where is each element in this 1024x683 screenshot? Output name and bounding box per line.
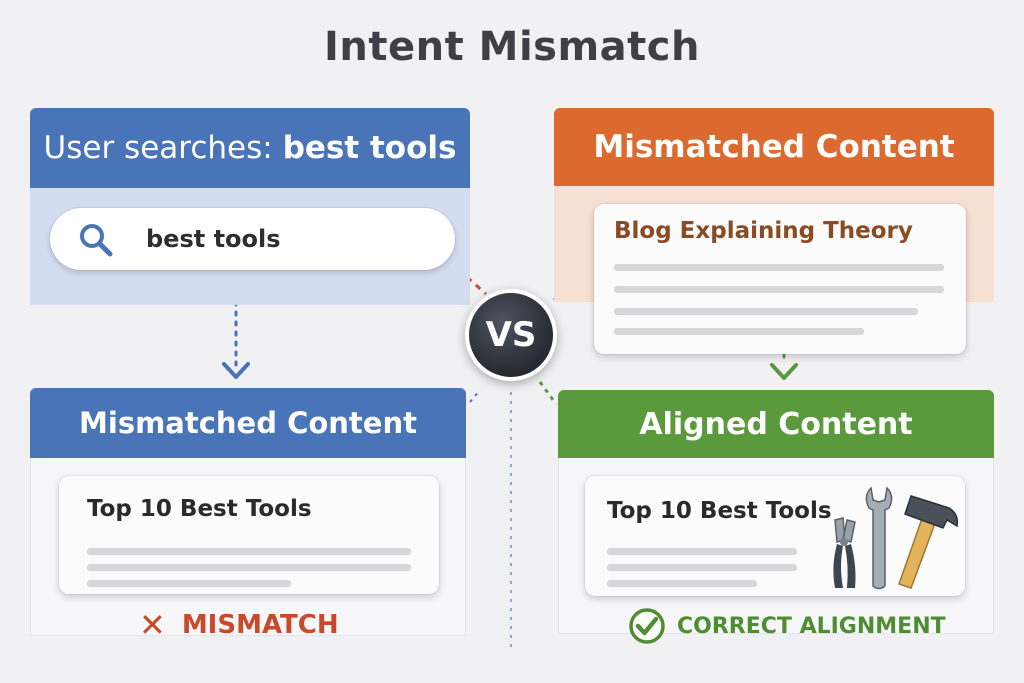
- right-mismatch-panel: Mismatched Content Blog Explaining Theor…: [554, 108, 994, 354]
- x-icon: ✕: [139, 606, 166, 644]
- left-result-panel: Mismatched Content Top 10 Best Tools ✕ M…: [30, 388, 466, 644]
- text-placeholder-line: [607, 548, 797, 555]
- search-icon: [80, 224, 113, 257]
- pliers-icon: [833, 517, 856, 588]
- mismatch-verdict: ✕ MISMATCH: [139, 606, 339, 644]
- right-aligned-panel: Aligned Content Top 10 Best Tools: [558, 390, 994, 644]
- correct-label: CORRECT ALIGNMENT: [677, 613, 946, 639]
- left-result-body: Top 10 Best Tools ✕ MISMATCH: [30, 458, 466, 644]
- tools-icon: [833, 486, 959, 590]
- vs-badge: VS: [465, 289, 557, 381]
- aligned-card: Top 10 Best Tools: [585, 476, 965, 596]
- right-mismatch-heading: Mismatched Content: [554, 108, 994, 186]
- text-placeholder-line: [87, 548, 411, 555]
- text-placeholder-line: [614, 328, 864, 335]
- left-result-card: Top 10 Best Tools: [59, 476, 439, 594]
- search-panel: User searches: best tools best tools: [30, 108, 470, 305]
- text-placeholder-line: [607, 580, 757, 587]
- search-panel-body: best tools: [30, 188, 470, 305]
- text-placeholder-line: [87, 564, 411, 571]
- mismatch-label: MISMATCH: [181, 610, 339, 640]
- text-placeholder-line: [614, 308, 918, 315]
- diagram-title: Intent Mismatch: [324, 24, 700, 70]
- right-aligned-heading: Aligned Content: [558, 390, 994, 458]
- blog-card: Blog Explaining Theory: [594, 204, 966, 354]
- right-mismatch-body: Blog Explaining Theory: [554, 186, 994, 354]
- text-placeholder-line: [607, 564, 797, 571]
- text-placeholder-line: [614, 286, 944, 293]
- aligned-card-title: Top 10 Best Tools: [607, 498, 832, 524]
- correct-verdict: CORRECT ALIGNMENT: [629, 608, 946, 644]
- left-result-heading: Mismatched Content: [30, 388, 466, 458]
- check-circle-icon: [629, 608, 665, 644]
- blog-card-title: Blog Explaining Theory: [614, 218, 913, 244]
- wrench-icon: [865, 486, 893, 590]
- hammer-icon: [898, 495, 959, 589]
- text-placeholder-line: [87, 580, 291, 587]
- search-bar[interactable]: best tools: [50, 208, 455, 270]
- left-card-title: Top 10 Best Tools: [87, 496, 312, 522]
- text-placeholder-line: [614, 264, 944, 271]
- search-heading-prefix: User searches:: [43, 130, 273, 166]
- right-aligned-body: Top 10 Best Tools: [558, 458, 994, 644]
- search-panel-header: User searches: best tools: [30, 108, 470, 188]
- search-heading-query: best tools: [282, 130, 457, 166]
- search-query-text: best tools: [146, 225, 281, 253]
